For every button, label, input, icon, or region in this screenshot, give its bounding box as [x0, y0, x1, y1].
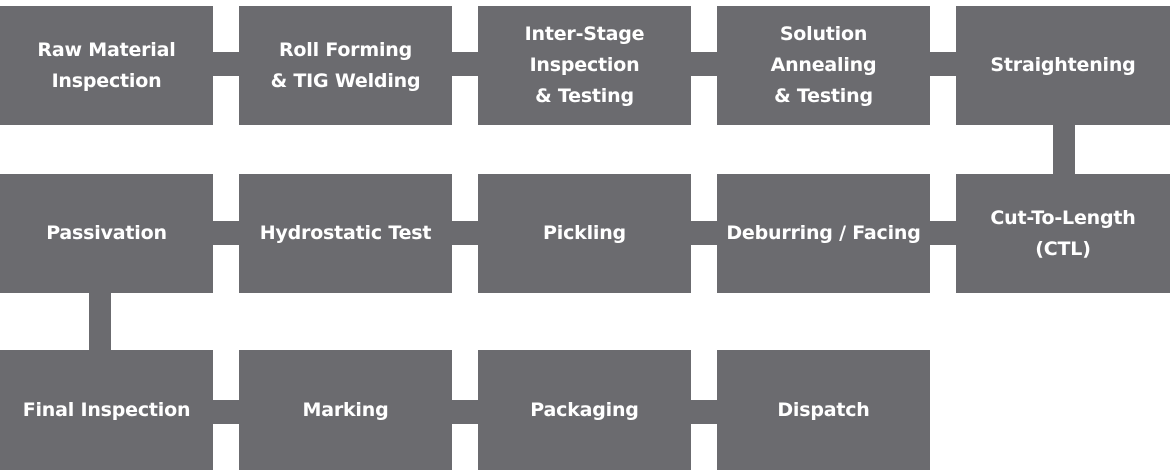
step-inter-stage-inspection-testing: Inter-Stage Inspection & Testing [478, 6, 691, 125]
step-label: Roll Forming & TIG Welding [270, 38, 421, 92]
connector-raw-to-roll [212, 52, 240, 76]
step-label: Dispatch [777, 398, 870, 421]
connector-roll-to-interstage [451, 52, 479, 76]
connector-pickling-to-hydrostatic [451, 221, 479, 245]
connector-passivation-to-final [89, 292, 111, 352]
step-raw-material-inspection: Raw Material Inspection [0, 6, 213, 125]
step-label: Pickling [543, 222, 626, 244]
step-roll-forming-tig-welding: Roll Forming & TIG Welding [239, 6, 452, 125]
connector-deburring-to-pickling [690, 221, 718, 245]
connector-interstage-to-annealing [690, 52, 718, 76]
step-label: Marking [302, 398, 389, 421]
step-label: Deburring / Facing [726, 222, 921, 244]
step-label: Raw Material Inspection [37, 38, 176, 92]
connector-ctl-to-deburring [929, 221, 957, 245]
step-dispatch: Dispatch [717, 350, 930, 470]
step-marking: Marking [239, 350, 452, 470]
step-pickling: Pickling [478, 174, 691, 293]
step-passivation: Passivation [0, 174, 213, 293]
step-label: Solution Annealing & Testing [770, 23, 877, 107]
step-solution-annealing-testing: Solution Annealing & Testing [717, 6, 930, 125]
step-deburring-facing: Deburring / Facing [717, 174, 930, 293]
connector-marking-to-packaging [451, 400, 479, 424]
step-straightening: Straightening [956, 6, 1170, 125]
connector-annealing-to-straightening [929, 52, 957, 76]
step-label: Straightening [990, 54, 1136, 76]
step-packaging: Packaging [478, 350, 691, 470]
step-label: Inter-Stage Inspection & Testing [524, 23, 645, 107]
step-hydrostatic-test: Hydrostatic Test [239, 174, 452, 293]
step-label: Hydrostatic Test [259, 222, 432, 244]
step-label: Final Inspection [22, 398, 191, 421]
step-cut-to-length: Cut-To-Length (CTL) [956, 174, 1170, 293]
step-final-inspection: Final Inspection [0, 350, 213, 470]
connector-packaging-to-dispatch [690, 400, 718, 424]
step-label: Packaging [530, 398, 639, 421]
connector-hydrostatic-to-passivation [212, 221, 240, 245]
connector-final-to-marking [212, 400, 240, 424]
step-label: Passivation [46, 222, 167, 244]
step-label: Cut-To-Length (CTL) [990, 206, 1136, 260]
connector-straightening-to-ctl [1053, 124, 1075, 176]
